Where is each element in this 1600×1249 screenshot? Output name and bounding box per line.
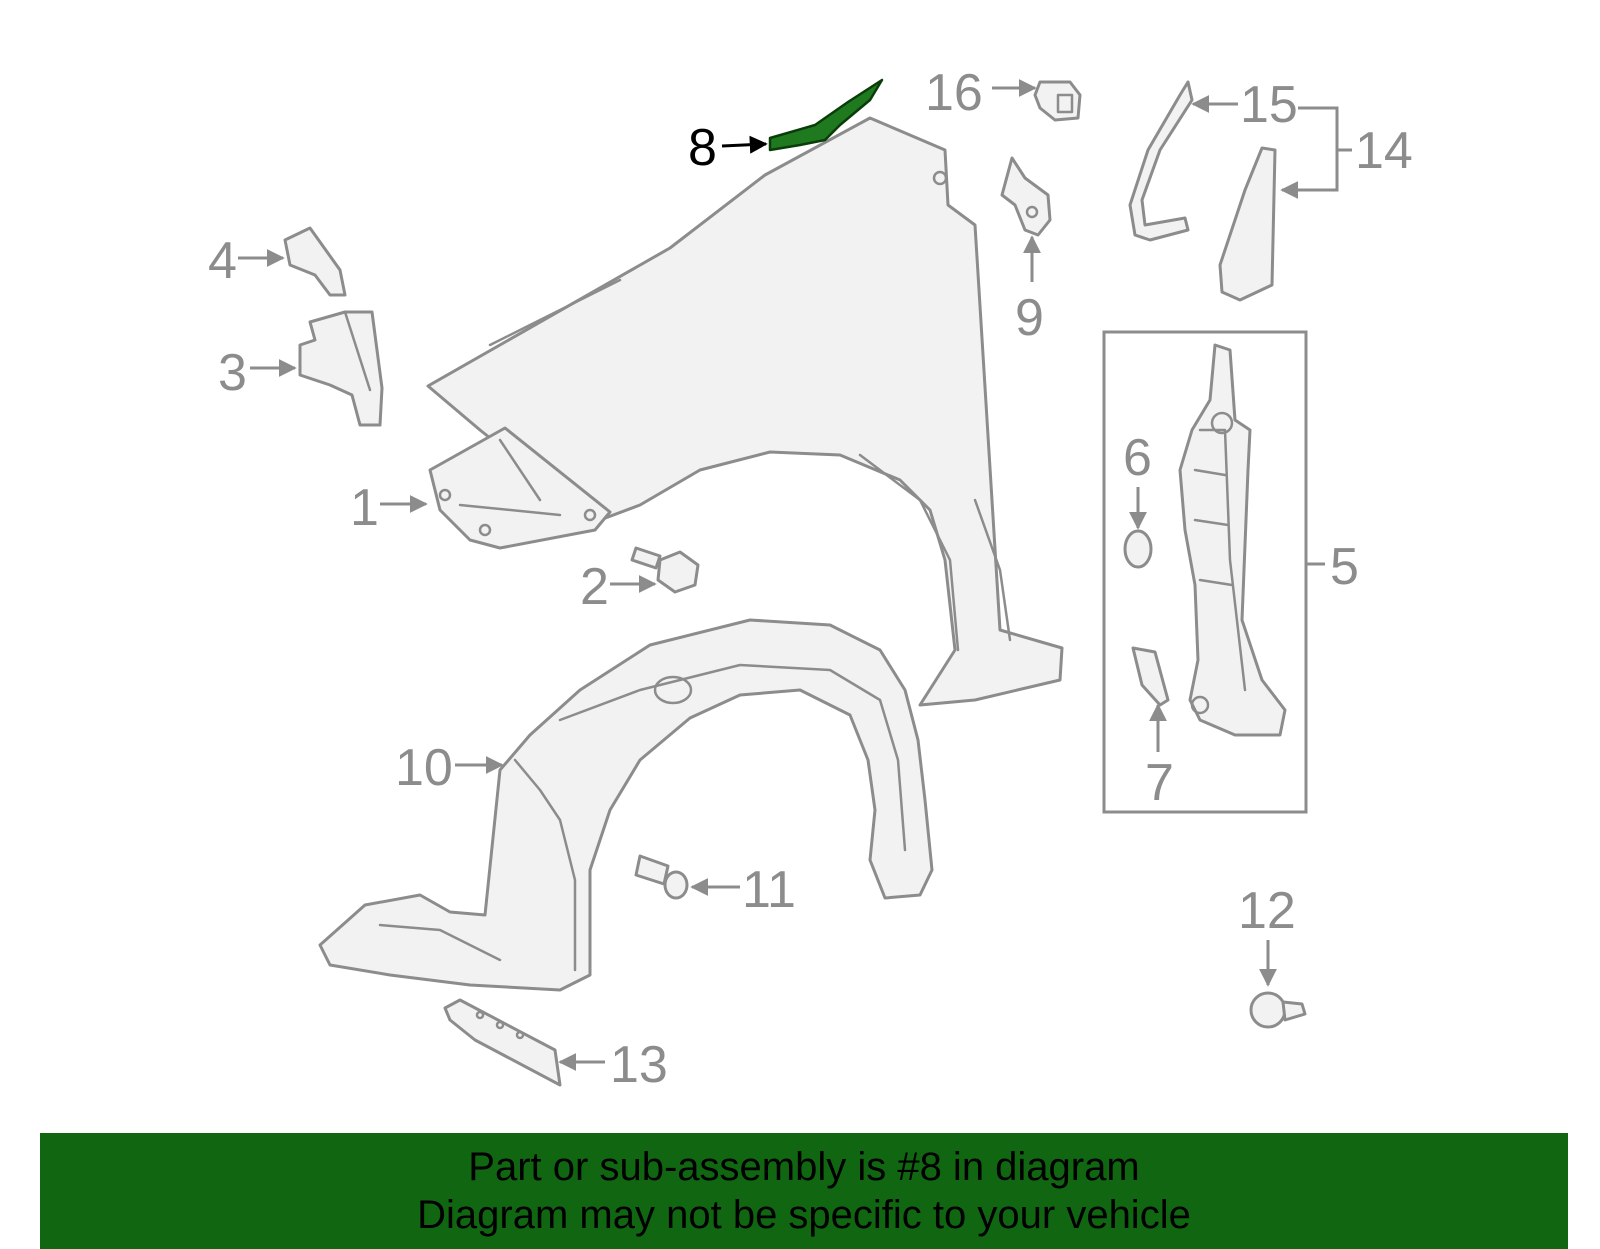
part-3-bracket (298, 310, 384, 427)
part-14-garnish (1218, 146, 1277, 302)
part-4-clip (283, 226, 347, 297)
leader-lines (238, 79, 1352, 1071)
fender-panel (426, 116, 1064, 707)
label-12: 12 (1238, 882, 1296, 940)
part-11-clip (634, 854, 689, 900)
label-7: 7 (1145, 754, 1174, 812)
label-16: 16 (925, 64, 983, 122)
label-11: 11 (742, 861, 796, 919)
part-15-seal (1128, 80, 1194, 242)
part-6-washer (1123, 529, 1153, 569)
part-7-pad (1131, 646, 1170, 707)
info-banner: Part or sub-assembly is #8 in diagram Di… (40, 1133, 1568, 1249)
label-15: 15 (1240, 76, 1298, 134)
label-2: 2 (580, 558, 609, 616)
label-6: 6 (1123, 429, 1152, 487)
label-1: 1 (350, 479, 379, 537)
banner-line-1: Part or sub-assembly is #8 in diagram (468, 1145, 1140, 1189)
label-5: 5 (1330, 538, 1359, 596)
label-3: 3 (218, 344, 247, 402)
part-13-bracket (443, 998, 562, 1087)
part-12-clip (1249, 991, 1307, 1029)
label-14: 14 (1355, 122, 1413, 180)
label-4: 4 (208, 232, 237, 290)
part-2-bolt (630, 546, 700, 594)
label-9: 9 (1015, 289, 1044, 347)
part-9-bracket (1000, 156, 1052, 237)
label-13: 13 (610, 1036, 668, 1094)
part-8-seal-highlighted (768, 78, 884, 152)
label-8: 8 (688, 119, 717, 177)
part-5-group-box (1102, 330, 1308, 814)
label-10: 10 (395, 739, 453, 797)
part-1-bracket (428, 426, 612, 550)
part-16-clip (1033, 80, 1082, 122)
part-10-liner (318, 618, 934, 992)
banner-line-2: Diagram may not be specific to your vehi… (417, 1193, 1191, 1237)
